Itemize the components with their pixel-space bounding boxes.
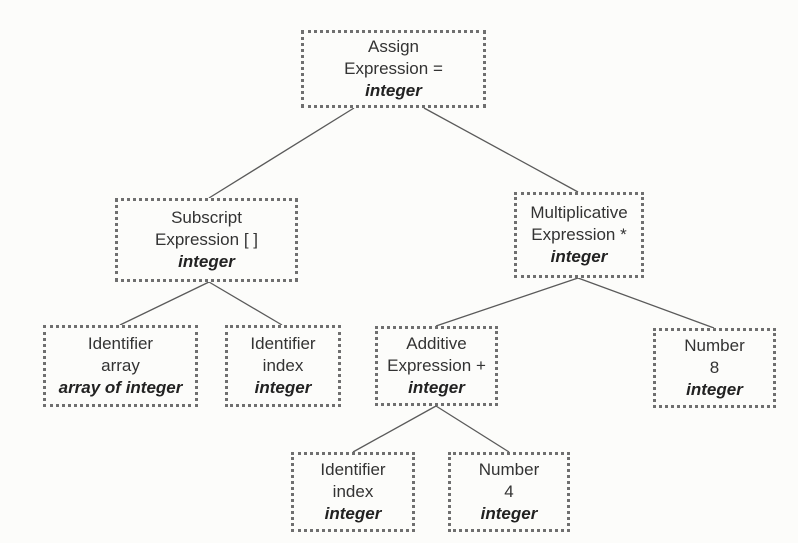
node-label: Number	[684, 336, 745, 355]
edge-assign-multiplicative	[423, 107, 579, 193]
edge-multiplicative-number-8	[577, 277, 715, 329]
edge-additive-number-4	[435, 405, 510, 453]
node-type: integer	[480, 504, 538, 523]
node-label: Multiplicative	[530, 203, 628, 222]
node-label: 8	[709, 358, 720, 377]
node-assign-expression: Assign Expression = integer	[301, 30, 486, 108]
node-multiplicative-expression: Multiplicative Expression * integer	[514, 192, 644, 278]
node-label: Subscript	[171, 208, 242, 227]
node-identifier-index: Identifier index integer	[291, 452, 415, 532]
node-label: 4	[504, 482, 514, 501]
node-label: Identifier	[250, 334, 316, 353]
edge-assign-subscript	[208, 107, 355, 199]
node-type: integer	[550, 247, 608, 266]
node-label: Expression +	[387, 356, 486, 375]
node-type: integer	[178, 252, 235, 271]
node-type: integer	[408, 378, 465, 397]
node-type: integer	[324, 504, 382, 523]
node-label: Identifier	[320, 460, 386, 479]
node-identifier-array: Identifier array array of integer	[43, 325, 198, 407]
node-subscript-expression: Subscript Expression [ ] integer	[115, 198, 298, 282]
edge-multiplicative-additive	[435, 277, 579, 327]
edge-subscript-identifier-array	[119, 281, 210, 326]
node-label: array	[101, 356, 140, 375]
node-label: index	[332, 482, 374, 501]
node-type: array of integer	[58, 378, 183, 397]
node-label: Identifier	[87, 334, 154, 353]
node-identifier-index: Identifier index integer	[225, 325, 341, 407]
node-type: integer	[254, 378, 312, 397]
node-type: integer	[686, 380, 743, 399]
node-label: Assign	[367, 37, 420, 56]
node-label: Expression =	[344, 59, 443, 78]
node-additive-expression: Additive Expression + integer	[375, 326, 498, 406]
node-label: Additive	[406, 334, 467, 353]
node-number-8: Number 8 integer	[653, 328, 776, 408]
node-label: index	[262, 356, 304, 375]
node-number-4: Number 4 integer	[448, 452, 570, 532]
edge-subscript-identifier-index	[208, 281, 283, 326]
node-label: Expression [ ]	[155, 230, 258, 249]
edge-additive-identifier-index	[352, 405, 437, 453]
node-type: integer	[365, 81, 422, 100]
node-label: Expression *	[531, 225, 627, 244]
node-label: Number	[478, 460, 540, 479]
